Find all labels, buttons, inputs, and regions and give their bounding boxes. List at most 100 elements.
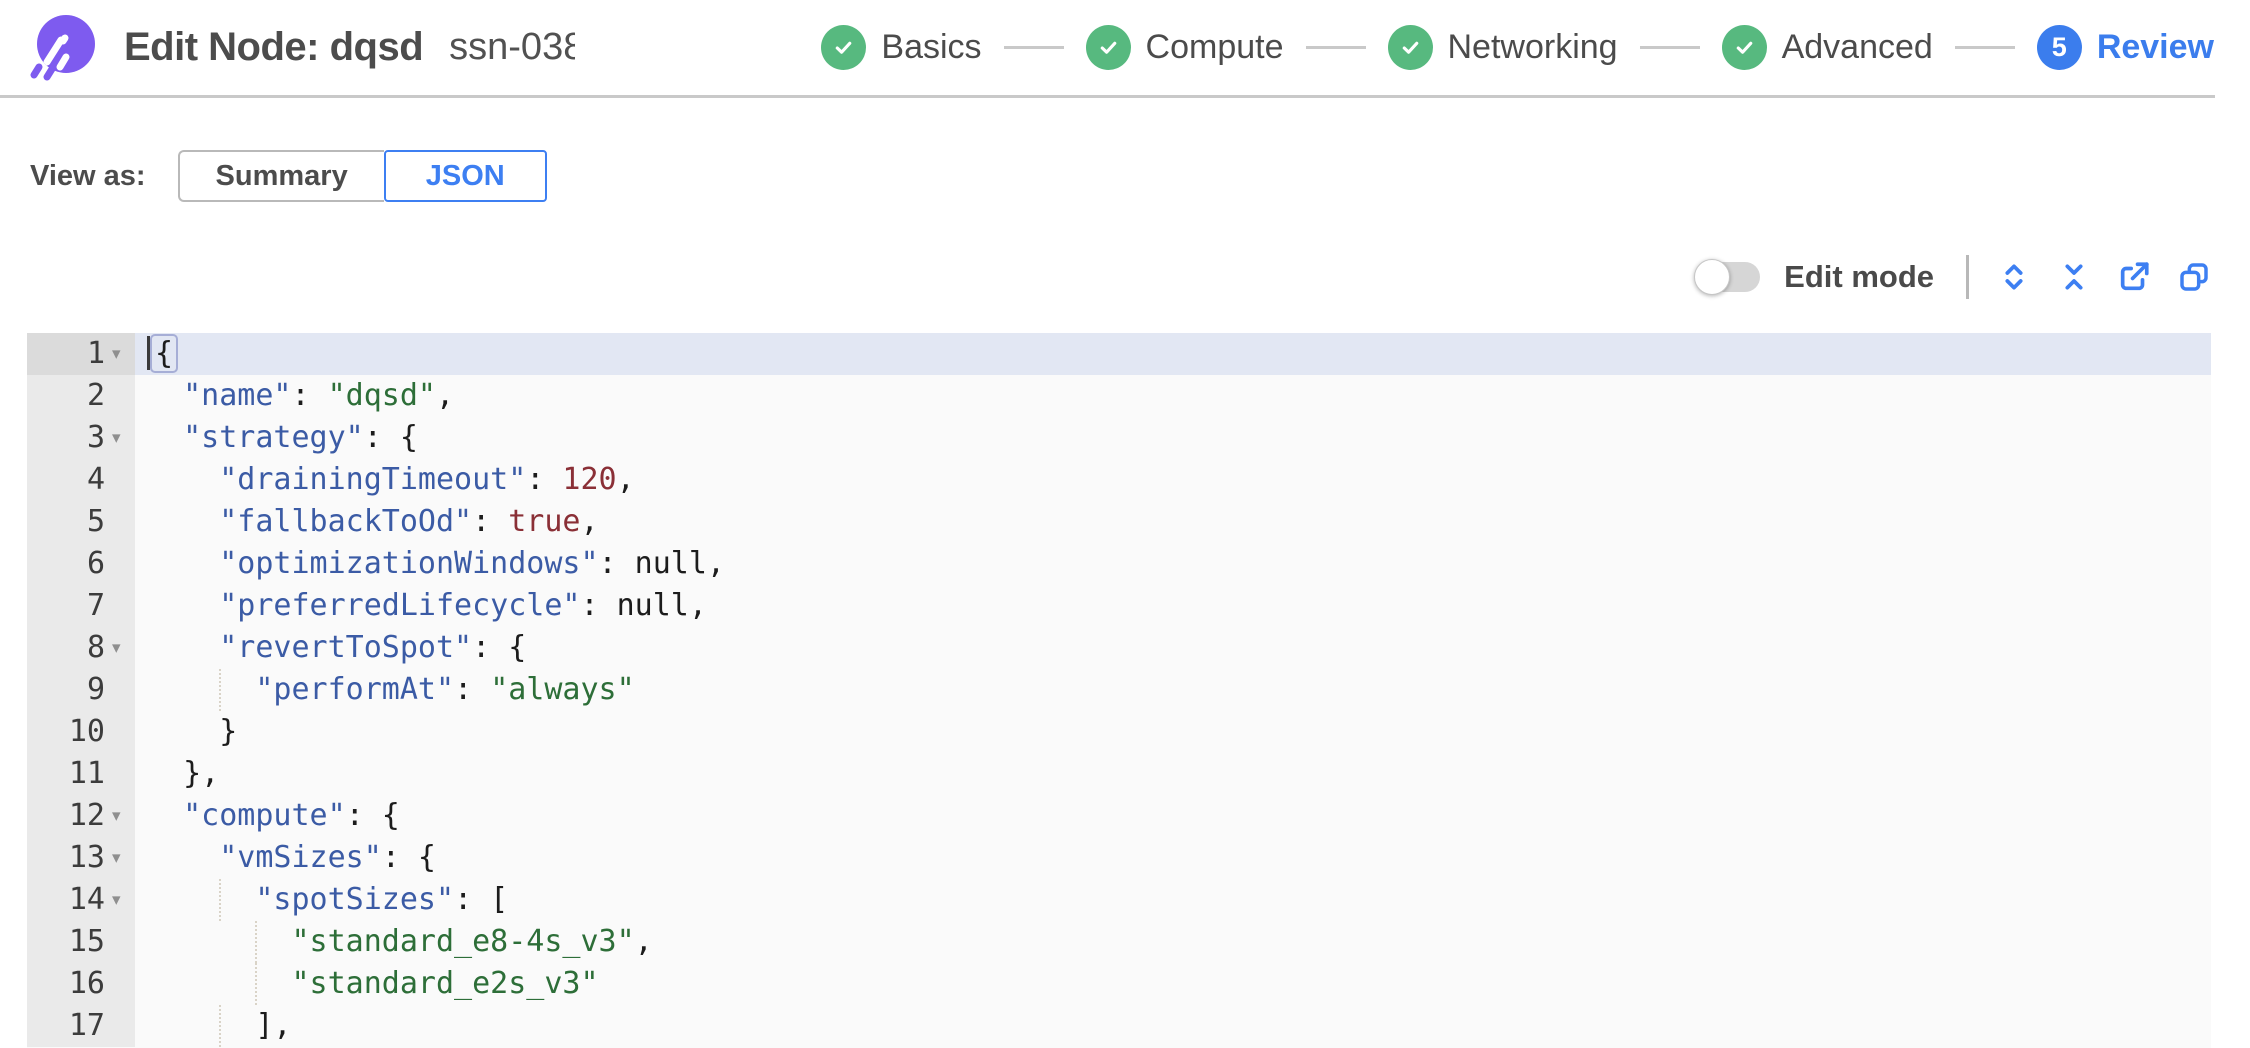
indent-guide — [219, 1005, 222, 1047]
code-content[interactable]: } — [219, 714, 238, 749]
line-gutter: 9 — [27, 669, 135, 711]
editor-line[interactable]: 10 } — [27, 711, 2211, 753]
tab-summary[interactable]: Summary — [177, 150, 384, 202]
editor-line[interactable]: 7 "preferredLifecycle": null, — [27, 585, 2211, 627]
code-content[interactable]: ], — [135, 1005, 2211, 1047]
editor-line[interactable]: 16 "standard_e2s_v3" — [27, 963, 2211, 1005]
indent-guide — [219, 669, 222, 711]
line-number: 9 — [86, 672, 105, 707]
toolbar-divider — [1966, 255, 1969, 299]
code-content[interactable]: "optimizationWindows": null, — [219, 546, 725, 581]
fold-arrow-icon[interactable]: ▾ — [112, 890, 121, 910]
step-advanced[interactable]: Advanced — [1721, 25, 1933, 70]
toolbar-icons — [1997, 260, 2211, 294]
step-basics[interactable]: Basics — [821, 25, 982, 70]
line-number: 10 — [68, 714, 105, 749]
code-content[interactable]: { — [135, 333, 2211, 375]
editor-toolbar: Edit mode — [1694, 252, 2211, 302]
indent-guide — [255, 963, 258, 1005]
line-number: 16 — [68, 966, 105, 1001]
editor-line[interactable]: 11 }, — [27, 753, 2211, 795]
editor-line[interactable]: 5 "fallbackToOd": true, — [27, 501, 2211, 543]
step-networking[interactable]: Networking — [1387, 25, 1618, 70]
step-label: Advanced — [1781, 28, 1933, 66]
check-icon — [1721, 25, 1767, 70]
step-connector — [1954, 46, 2015, 49]
line-gutter: 7 — [27, 585, 135, 627]
edit-mode-label: Edit mode — [1784, 259, 1934, 294]
code-content[interactable]: "strategy": { — [183, 420, 418, 455]
line-gutter: 14▾ — [27, 879, 135, 921]
line-number: 1 — [86, 336, 105, 371]
collapse-all-icon[interactable] — [2057, 260, 2091, 294]
view-as-label: View as: — [30, 159, 146, 192]
check-icon — [1085, 25, 1131, 70]
line-gutter: 1▾ — [27, 333, 135, 375]
edit-mode-toggle[interactable] — [1694, 259, 1761, 295]
fold-arrow-icon[interactable]: ▾ — [112, 428, 121, 448]
line-gutter: 5 — [27, 501, 135, 543]
line-number: 4 — [86, 462, 105, 497]
json-editor-lines: 1▾{2 "name": "dqsd",3▾ "strategy": {4 "d… — [27, 333, 2211, 1047]
code-content[interactable]: "name": "dqsd", — [183, 378, 455, 413]
line-gutter: 8▾ — [27, 627, 135, 669]
code-content[interactable]: "spotSizes": [ — [135, 879, 2211, 921]
line-gutter: 2 — [27, 375, 135, 417]
editor-line[interactable]: 2 "name": "dqsd", — [27, 375, 2211, 417]
editor-line[interactable]: 12▾ "compute": { — [27, 795, 2211, 837]
code-content[interactable]: "drainingTimeout": 120, — [219, 462, 635, 497]
code-content[interactable]: "vmSizes": { — [219, 840, 436, 875]
fold-arrow-icon[interactable]: ▾ — [112, 848, 121, 868]
line-gutter: 16 — [27, 963, 135, 1005]
line-gutter: 15 — [27, 921, 135, 963]
text-cursor — [147, 336, 150, 370]
line-number: 5 — [86, 504, 105, 539]
editor-line[interactable]: 13▾ "vmSizes": { — [27, 837, 2211, 879]
check-icon — [1387, 25, 1433, 70]
line-gutter: 4 — [27, 459, 135, 501]
editor-line[interactable]: 6 "optimizationWindows": null, — [27, 543, 2211, 585]
indent-guide — [255, 921, 258, 963]
line-gutter: 13▾ — [27, 837, 135, 879]
editor-line[interactable]: 3▾ "strategy": { — [27, 417, 2211, 459]
code-content[interactable]: }, — [183, 756, 220, 791]
editor-line[interactable]: 1▾{ — [27, 333, 2211, 375]
code-content[interactable]: "fallbackToOd": true, — [219, 504, 599, 539]
node-id: ssn-038 — [449, 26, 576, 68]
editor-line[interactable]: 9 "performAt": "always" — [27, 669, 2211, 711]
json-editor[interactable]: 1▾{2 "name": "dqsd",3▾ "strategy": {4 "d… — [27, 333, 2211, 1048]
line-number: 2 — [86, 378, 105, 413]
tab-json[interactable]: JSON — [383, 150, 547, 202]
code-content[interactable]: "standard_e8-4s_v3", — [135, 921, 2211, 963]
line-gutter: 17 — [27, 1005, 135, 1047]
step-compute[interactable]: Compute — [1085, 25, 1284, 70]
line-number: 8 — [86, 630, 105, 665]
code-content[interactable]: "standard_e2s_v3" — [135, 963, 2211, 1005]
editor-line[interactable]: 17 ], — [27, 1005, 2211, 1047]
fold-arrow-icon[interactable]: ▾ — [112, 806, 121, 826]
editor-line[interactable]: 4 "drainingTimeout": 120, — [27, 459, 2211, 501]
code-content[interactable]: "revertToSpot": { — [219, 630, 527, 665]
code-content[interactable]: "performAt": "always" — [135, 669, 2211, 711]
editor-line[interactable]: 15 "standard_e8-4s_v3", — [27, 921, 2211, 963]
check-icon — [821, 25, 867, 70]
code-content[interactable]: "compute": { — [183, 798, 400, 833]
line-number: 6 — [86, 546, 105, 581]
expand-all-icon[interactable] — [1997, 260, 2031, 294]
line-gutter: 3▾ — [27, 417, 135, 459]
editor-line[interactable]: 8▾ "revertToSpot": { — [27, 627, 2211, 669]
step-label: Review — [2096, 28, 2214, 66]
line-number: 3 — [86, 420, 105, 455]
copy-icon[interactable] — [2177, 260, 2211, 294]
view-as-segmented: Summary JSON — [177, 150, 547, 202]
indent-guide — [219, 879, 222, 921]
line-gutter: 11 — [27, 753, 135, 795]
fold-arrow-icon[interactable]: ▾ — [112, 344, 121, 364]
editor-line[interactable]: 14▾ "spotSizes": [ — [27, 879, 2211, 921]
code-content[interactable]: "preferredLifecycle": null, — [219, 588, 707, 623]
fold-arrow-icon[interactable]: ▾ — [112, 638, 121, 658]
export-icon[interactable] — [2117, 260, 2151, 294]
step-label: Basics — [881, 28, 982, 66]
step-label: Compute — [1145, 28, 1284, 66]
